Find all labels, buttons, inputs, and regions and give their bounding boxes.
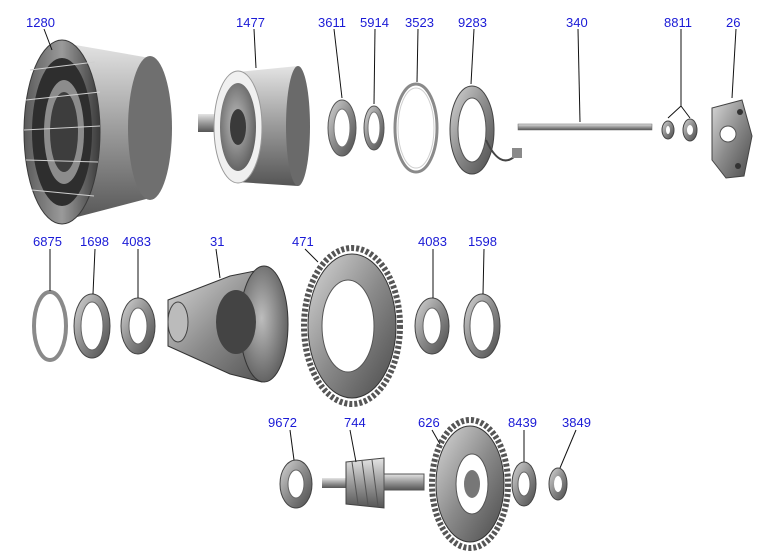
label-pinion-bearing: 9672: [268, 415, 297, 461]
differential-case-part: [167, 265, 289, 383]
intermediate-gear-part: [429, 417, 511, 551]
svg-text:4083: 4083: [122, 234, 151, 249]
label-bearing-right: 4083: [418, 234, 447, 298]
label-ring-gear: 471: [292, 234, 319, 263]
svg-text:6875: 6875: [33, 234, 62, 249]
gear-bearing-part: [511, 461, 537, 507]
bearing-race-left-part: [73, 293, 111, 359]
washer-b-part: [363, 105, 385, 151]
label-pump-housing: 26: [726, 15, 740, 99]
svg-text:9672: 9672: [268, 415, 297, 430]
svg-text:1698: 1698: [80, 234, 109, 249]
shaft-part: [517, 123, 653, 131]
svg-text:1477: 1477: [236, 15, 265, 30]
label-resolver: 9283: [458, 15, 487, 85]
label-lock-nut: 3849: [559, 415, 591, 469]
lock-nut-part: [548, 467, 568, 501]
snap-ring-part: [393, 82, 439, 174]
svg-text:744: 744: [344, 415, 366, 430]
svg-text:1280: 1280: [26, 15, 55, 30]
bearing-right-part: [414, 297, 450, 355]
rotor-part: [198, 66, 310, 186]
shim-ring-part: [32, 290, 68, 362]
svg-text:3849: 3849: [562, 415, 591, 430]
label-washer-b: 5914: [360, 15, 389, 105]
bolt-pair-part: [661, 118, 698, 142]
label-gear-bearing: 8439: [508, 415, 537, 462]
svg-text:1598: 1598: [468, 234, 497, 249]
svg-text:8811: 8811: [664, 15, 692, 30]
svg-text:9283: 9283: [458, 15, 487, 30]
label-washer-a: 3611: [318, 15, 346, 99]
svg-text:3611: 3611: [318, 15, 346, 30]
svg-text:471: 471: [292, 234, 314, 249]
label-rotor: 1477: [236, 15, 265, 69]
resolver-part: [449, 85, 522, 175]
label-bearing-race-left: 1698: [80, 234, 109, 295]
label-snap-ring: 3523: [405, 15, 434, 83]
label-shim-ring: 6875: [33, 234, 62, 291]
label-bearing-race-right: 1598: [468, 234, 497, 295]
label-pinion-shaft: 744: [344, 415, 366, 463]
label-differential-case: 31: [210, 234, 224, 279]
pump-housing-part: [711, 99, 753, 179]
svg-text:26: 26: [726, 15, 740, 30]
svg-text:5914: 5914: [360, 15, 389, 30]
label-intermediate-gear: 626: [418, 415, 441, 445]
washer-a-part: [327, 99, 357, 157]
pinion-bearing-part: [279, 459, 313, 509]
svg-text:4083: 4083: [418, 234, 447, 249]
label-shaft: 340: [566, 15, 588, 123]
bearing-race-right-part: [463, 293, 501, 359]
svg-text:31: 31: [210, 234, 224, 249]
label-bolt-pair: 8811: [664, 15, 692, 119]
pinion-shaft-part: [322, 457, 425, 509]
svg-text:340: 340: [566, 15, 588, 30]
svg-text:3523: 3523: [405, 15, 434, 30]
label-stator: 1280: [26, 15, 55, 51]
stator-part: [23, 39, 172, 225]
label-bearing-left: 4083: [122, 234, 151, 298]
svg-text:626: 626: [418, 415, 440, 430]
svg-text:8439: 8439: [508, 415, 537, 430]
bearing-left-part: [120, 297, 156, 355]
ring-gear-part: [301, 245, 403, 407]
